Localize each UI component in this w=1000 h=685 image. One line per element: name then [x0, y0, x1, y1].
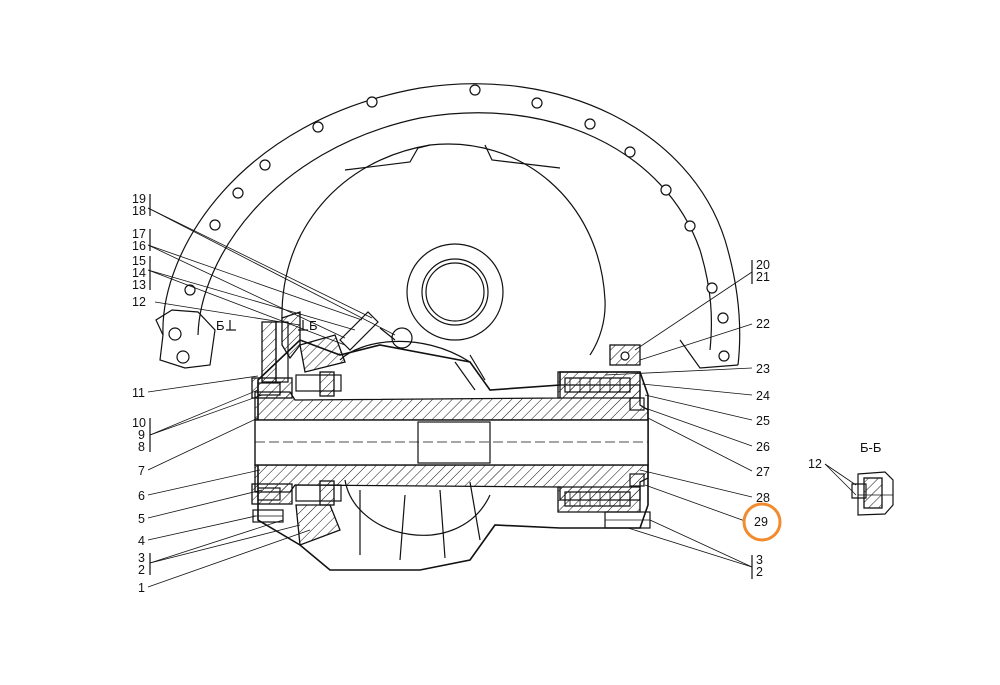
callout-2-left: 2 [138, 563, 145, 577]
callout-15: 15 [132, 254, 146, 268]
leader-lines [147, 207, 753, 588]
callout-13: 13 [132, 278, 146, 292]
callout-8: 8 [138, 440, 145, 454]
callout-9: 9 [138, 428, 145, 442]
callout-2-right: 2 [756, 565, 763, 579]
callout-10: 10 [132, 416, 146, 430]
inner-casing [281, 143, 606, 356]
callout-4: 4 [138, 534, 145, 548]
callout-3-right: 3 [756, 553, 763, 567]
cut-marker-left: Б [216, 318, 225, 333]
callout-29: 29 [754, 515, 768, 529]
housing-flange [155, 83, 741, 369]
callout-27: 27 [756, 465, 770, 479]
callout-14: 14 [132, 266, 146, 280]
callout-21: 21 [756, 270, 770, 284]
flange-bolt-holes [168, 84, 730, 364]
right-bearing-group [557, 344, 651, 529]
callouts-right: 20 21 22 23 24 25 26 27 28 29 3 2 [751, 258, 770, 579]
sensor-fitting [281, 311, 413, 360]
left-bearing-group [251, 321, 346, 546]
callout-7: 7 [138, 464, 145, 478]
main-shaft [254, 384, 649, 501]
callout-17: 17 [132, 227, 146, 241]
callout-6: 6 [138, 489, 145, 503]
section-callout-12: 12 [808, 457, 822, 471]
section-cut-markers: Б Б [216, 318, 318, 333]
callouts-left: 19 18 17 16 15 14 13 12 11 10 9 8 7 6 5 … [132, 192, 151, 595]
callout-19: 19 [132, 192, 146, 206]
callout-24: 24 [756, 389, 770, 403]
callout-5: 5 [138, 512, 145, 526]
callout-25: 25 [756, 414, 770, 428]
callout-18: 18 [132, 204, 146, 218]
callout-23: 23 [756, 362, 770, 376]
callout-11: 11 [132, 386, 145, 400]
callout-12: 12 [132, 295, 146, 309]
callout-28: 28 [756, 491, 770, 505]
callout-20: 20 [756, 258, 770, 272]
highlight-ring [742, 502, 782, 542]
cut-marker-right: Б [309, 318, 318, 333]
lower-gear-ribs [339, 340, 491, 561]
callout-1: 1 [138, 581, 145, 595]
callout-3-left: 3 [138, 551, 145, 565]
section-detail: Б-Б 12 [808, 440, 894, 516]
callout-16: 16 [132, 239, 146, 253]
callout-22: 22 [756, 317, 770, 331]
callout-26: 26 [756, 440, 770, 454]
section-title: Б-Б [860, 440, 881, 455]
